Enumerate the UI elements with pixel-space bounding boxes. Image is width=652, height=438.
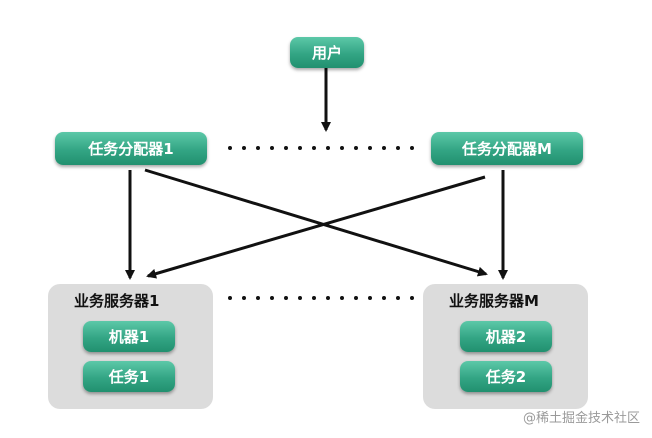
server-1-title: 业务服务器1 [74,292,160,310]
server-m-machine-label: 机器2 [485,328,527,346]
server-box-1: 业务服务器1 机器1 任务1 [48,284,213,409]
dispatcher-node-1-label: 任务分配器1 [88,140,174,158]
server-m-machine-node: 机器2 [460,321,552,352]
server-m-title: 业务服务器M [449,292,539,310]
server-m-task-node: 任务2 [460,361,552,392]
watermark: @稀土掘金技术社区 [522,411,640,426]
server-box-m: 业务服务器M 机器2 任务2 [423,284,588,409]
server-m-task-label: 任务2 [485,368,527,386]
dispatcher-node-1: 任务分配器1 [55,132,207,165]
dispatcher-node-m-label: 任务分配器M [462,140,552,158]
server-1-task-label: 任务1 [108,368,150,386]
server-1-task-node: 任务1 [83,361,175,392]
arrow-dispatcher1-to-serverM [144,168,488,277]
dispatcher-node-m: 任务分配器M [431,132,583,165]
server-1-machine-node: 机器1 [83,321,175,352]
user-node: 用户 [290,37,364,68]
user-node-label: 用户 [311,44,342,62]
server-1-machine-label: 机器1 [108,328,150,346]
arrow-dispatcherM-to-server1 [146,175,486,279]
